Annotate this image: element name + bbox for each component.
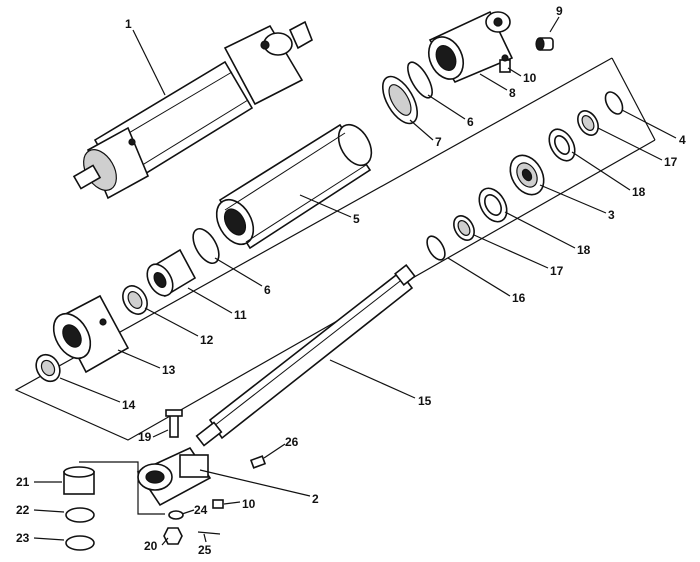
part-7-washer-inner xyxy=(388,84,412,116)
part-6-o-ring-lower xyxy=(192,228,220,264)
callout-3: 3 xyxy=(608,208,615,222)
callout-22: 22 xyxy=(16,503,30,517)
part-14-wiper-seal xyxy=(35,353,61,383)
part-13-rod-end-cap xyxy=(52,294,130,374)
callout-10-lower: 10 xyxy=(242,497,256,511)
part-18-ring-lower xyxy=(478,187,508,223)
leader-lines xyxy=(33,16,677,546)
callout-6-upper: 6 xyxy=(467,115,474,129)
callout-13: 13 xyxy=(162,363,176,377)
part-18-ring-top xyxy=(548,128,576,162)
callout-16: 16 xyxy=(512,291,526,305)
part-17-seal-top xyxy=(577,110,599,136)
callout-4: 4 xyxy=(679,133,686,147)
exploded-frame-edge xyxy=(611,57,656,141)
part-8-end-cap xyxy=(427,10,514,84)
part-26-pin xyxy=(249,455,267,469)
part-3-piston xyxy=(509,154,545,196)
callout-6-lower: 6 xyxy=(264,283,271,297)
part-16-o-ring xyxy=(426,235,446,261)
part-2-rod-eye xyxy=(136,446,212,507)
callout-20: 20 xyxy=(144,539,158,553)
part-19-bolt xyxy=(165,409,183,438)
callout-labels: 1 2 3 4 5 6 6 7 8 9 10 10 11 12 13 14 15… xyxy=(16,4,686,557)
part-17-seal-lower xyxy=(453,215,475,241)
part-12-bearing-ring xyxy=(122,285,148,315)
callout-19: 19 xyxy=(138,430,152,444)
part-4-circlip xyxy=(604,91,624,115)
part-15-piston-rod xyxy=(195,264,416,447)
callout-14: 14 xyxy=(122,398,136,412)
callout-17-upper: 17 xyxy=(664,155,678,169)
part-10-grease-nipple xyxy=(212,499,224,509)
callout-18-lower: 18 xyxy=(577,243,591,257)
exploded-frame-line xyxy=(14,57,656,441)
part-23-circlip xyxy=(65,535,95,551)
callout-18-upper: 18 xyxy=(632,185,646,199)
callout-11: 11 xyxy=(234,308,247,322)
part-6-o-ring-top xyxy=(407,61,433,99)
part-21-bush xyxy=(63,466,95,495)
part-11-gland xyxy=(146,248,197,298)
callout-15: 15 xyxy=(418,394,432,408)
callout-9: 9 xyxy=(556,4,563,18)
part-9-plug xyxy=(535,37,554,51)
part-5-cylinder-tube xyxy=(215,123,373,250)
callout-26: 26 xyxy=(285,435,299,449)
callout-21: 21 xyxy=(16,475,30,489)
callout-5: 5 xyxy=(353,212,360,226)
part-24-washer xyxy=(168,510,184,520)
group-bracket-line xyxy=(79,461,165,515)
callout-2: 2 xyxy=(312,492,319,506)
part-22-ring xyxy=(65,507,95,523)
callout-8: 8 xyxy=(509,86,516,100)
part-1-assembled-cylinder xyxy=(72,20,313,200)
callout-17-lower: 17 xyxy=(550,264,564,278)
callout-12: 12 xyxy=(200,333,214,347)
callout-23: 23 xyxy=(16,531,30,545)
callout-10-upper: 10 xyxy=(523,71,537,85)
part-20-nut xyxy=(163,527,183,545)
part-25-split-pin xyxy=(197,531,221,535)
callout-7: 7 xyxy=(435,135,442,149)
part-10-fitting-top xyxy=(499,54,511,73)
callout-24: 24 xyxy=(194,503,208,517)
callout-25: 25 xyxy=(198,543,212,557)
callout-1: 1 xyxy=(125,17,132,31)
